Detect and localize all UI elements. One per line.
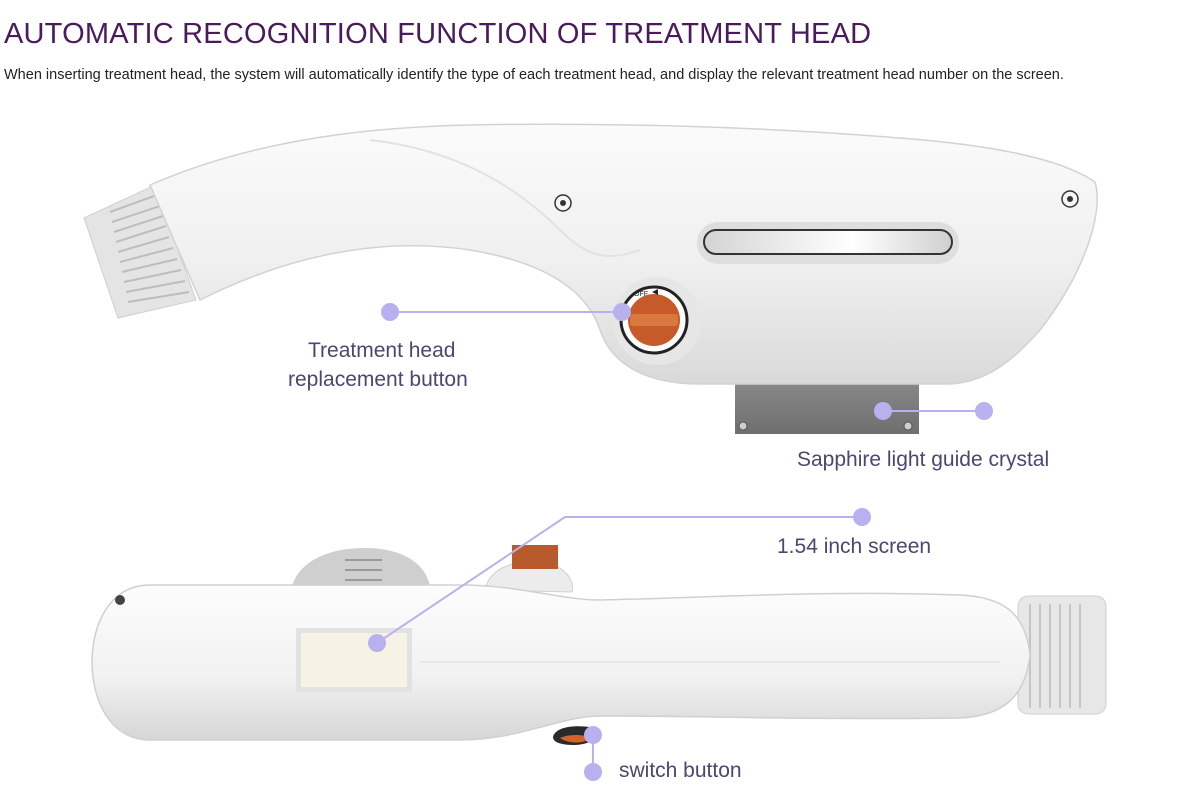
callout-screen	[368, 508, 871, 652]
callout-switch	[584, 726, 602, 781]
dial-label: OFF	[634, 291, 648, 298]
device-top-view	[91, 545, 1107, 745]
callout-sapphire	[874, 402, 993, 420]
light-slot	[697, 222, 959, 264]
page-title: AUTOMATIC RECOGNITION FUNCTION OF TREATM…	[4, 18, 872, 50]
callout-label-treatment-head-line1: Treatment head	[308, 339, 456, 362]
callout-label-switch: switch button	[619, 759, 742, 782]
callout-label-treatment-head-line2: replacement button	[288, 368, 468, 391]
callout-label-screen: 1.54 inch screen	[777, 535, 932, 558]
dial-knob: OFF	[613, 277, 701, 365]
device-side-view: OFF	[83, 123, 1098, 434]
page-subtitle: When inserting treatment head, the syste…	[4, 67, 1064, 83]
treatment-head-ribs	[83, 184, 197, 319]
device-screen	[296, 628, 412, 692]
treatment-head-ribs-top	[1017, 595, 1107, 715]
callout-treatment-head	[381, 303, 631, 321]
callout-label-sapphire: Sapphire light guide crystal	[797, 448, 1050, 471]
sapphire-crystal	[735, 378, 919, 434]
